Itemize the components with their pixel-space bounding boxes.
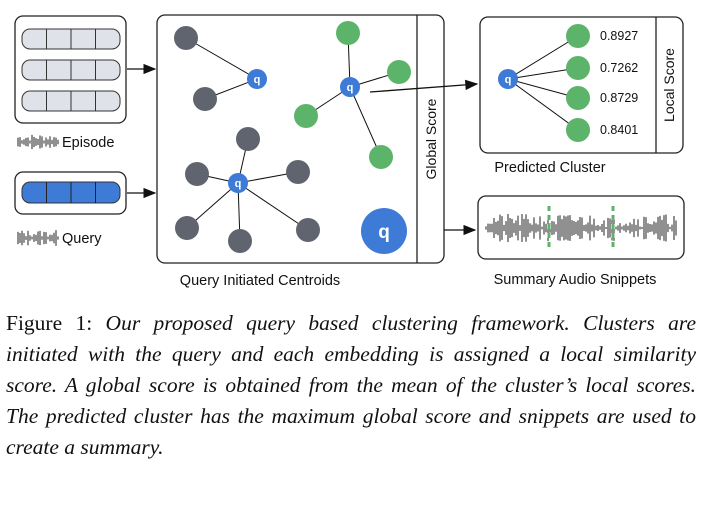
figure-caption: Figure 1: Our proposed query based clust… [6,308,696,463]
query-embedding [14,171,127,215]
embedding-node [236,127,260,151]
query-centroid-label: q [235,178,242,190]
embedding-node [566,86,590,110]
predicted-cluster-panel: q 0.8927 0.7262 0.8729 0.8401 [479,16,684,154]
local-score-value: 0.8729 [600,91,638,105]
embedding-node [336,21,360,45]
embedding-node [228,229,252,253]
local-score-value: 0.7262 [600,61,638,75]
embedding-node [175,216,199,240]
query-node-large-label: q [378,222,390,243]
caption-label: Figure 1: [6,311,93,335]
local-score-label: Local Score [661,48,677,122]
centroids-panel [156,14,445,264]
cluster-gray-bottom: q [175,127,320,253]
episode-waveform-icon [17,134,59,150]
query-centroid-node [498,69,518,89]
local-score-value: 0.8927 [600,29,638,43]
embedding-node [566,24,590,48]
framework-diagram: Episode Query Global Score Query Initiat… [14,14,685,289]
summary-panel [477,195,685,260]
embedding-node [174,26,198,50]
embedding-node [193,87,217,111]
summary-label: Summary Audio Snippets [494,272,657,288]
embedding-node [294,104,318,128]
summary-waveform-icon [485,214,677,242]
global-score-label: Global Score [423,98,439,179]
query-label: Query [62,231,102,247]
embedding-node [286,160,310,184]
query-centroid-label: q [347,82,354,94]
embedding-node [185,162,209,186]
query-centroid-node [247,69,267,89]
cluster-gray-top: q [174,26,267,111]
predicted-cluster-arrow [369,79,479,93]
embedding-node [387,60,411,84]
embedding-node [369,145,393,169]
episode-label: Episode [62,135,114,151]
embedding-node [566,118,590,142]
episode-row [21,28,121,50]
query-centroid-label: q [254,74,261,86]
episode-embeddings [14,15,127,124]
cluster-green: q [294,21,411,169]
query-centroid-node [340,77,360,97]
query-centroid-label: q [505,74,512,86]
embedding-node [566,56,590,80]
embedding-node [296,218,320,242]
predicted-cluster-label: Predicted Cluster [494,160,605,176]
query-node-large [361,208,407,254]
episode-row [21,90,121,112]
query-centroid-node [228,173,248,193]
episode-row [21,59,121,81]
local-score-value: 0.8401 [600,123,638,137]
caption-text: Our proposed query based clustering fram… [6,311,696,459]
query-waveform-icon [17,230,59,246]
centroids-label: Query Initiated Centroids [180,273,340,289]
